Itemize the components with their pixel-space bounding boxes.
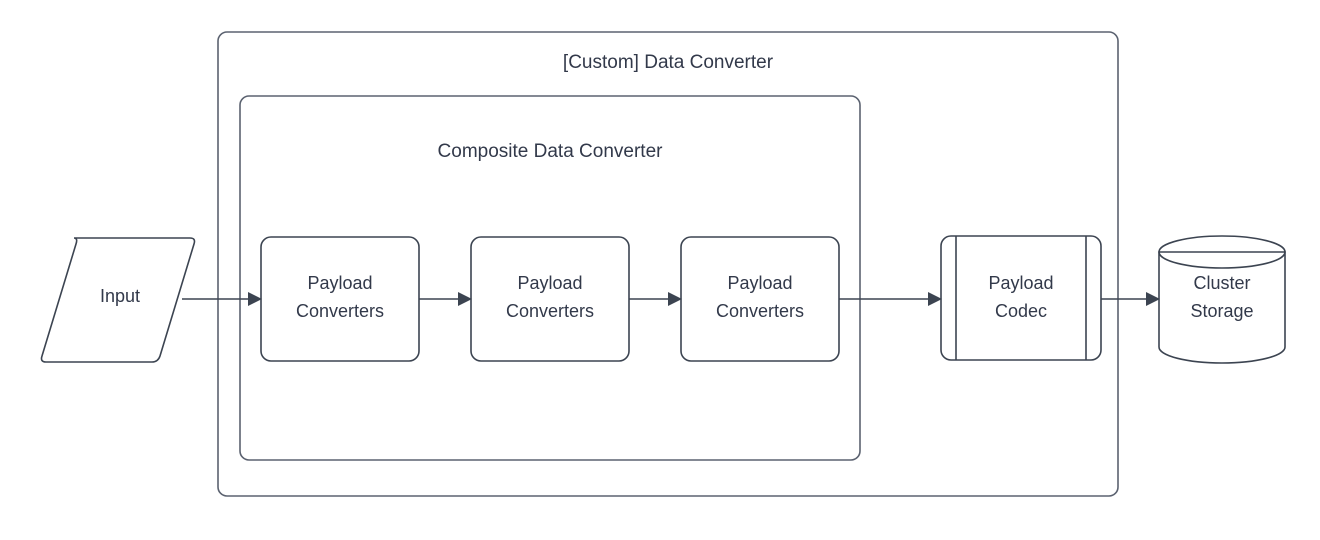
cluster-storage-label-line2: Storage: [1190, 301, 1253, 321]
arrow-head-icon: [458, 292, 472, 306]
payload-converters-2-shape: [470, 236, 630, 362]
arrow-head-icon: [928, 292, 942, 306]
node-input[interactable]: Input: [40, 237, 196, 363]
node-payload-codec[interactable]: Payload Codec: [940, 235, 1102, 361]
arrow-head-icon: [1146, 292, 1160, 306]
input-shape: [40, 237, 196, 363]
payload-codec-label-line2: Codec: [995, 301, 1047, 321]
edge-converters-2-to-converters-3: [629, 292, 682, 306]
edge-converters-1-to-converters-2: [419, 292, 472, 306]
cluster-storage-label-line1: Cluster: [1193, 273, 1250, 293]
edge-payload-codec-to-cluster-storage: [1101, 292, 1160, 306]
node-payload-converters-2[interactable]: Payload Converters: [470, 236, 630, 362]
payload-codec-label-line1: Payload: [988, 273, 1053, 293]
container-composite-data-converter[interactable]: Composite Data Converter: [239, 95, 861, 461]
cluster-storage-top-ellipse: [1158, 235, 1286, 269]
payload-converters-1-label-line1: Payload: [307, 273, 372, 293]
edges-layer: [182, 292, 1160, 306]
custom-data-converter-label: [Custom] Data Converter: [563, 52, 774, 73]
payload-codec-shape: [940, 235, 1102, 361]
arrow-head-icon: [668, 292, 682, 306]
payload-converters-3-label-line2: Converters: [716, 301, 804, 321]
payload-converters-1-shape: [260, 236, 420, 362]
payload-converters-1-label-line2: Converters: [296, 301, 384, 321]
node-payload-converters-1[interactable]: Payload Converters: [260, 236, 420, 362]
input-label: Input: [100, 286, 140, 306]
payload-converters-3-shape: [680, 236, 840, 362]
node-payload-converters-3[interactable]: Payload Converters: [680, 236, 840, 362]
edge-converters-3-to-payload-codec: [839, 292, 942, 306]
payload-converters-2-label-line1: Payload: [517, 273, 582, 293]
arrow-head-icon: [248, 292, 262, 306]
node-cluster-storage[interactable]: Cluster Storage: [1158, 235, 1286, 364]
payload-converters-2-label-line2: Converters: [506, 301, 594, 321]
payload-converters-3-label-line1: Payload: [727, 273, 792, 293]
edge-input-to-converters-1: [182, 292, 262, 306]
cluster-storage-body: [1158, 251, 1286, 364]
composite-data-converter-label: Composite Data Converter: [438, 141, 664, 162]
composite-data-converter-boundary: [239, 95, 861, 461]
